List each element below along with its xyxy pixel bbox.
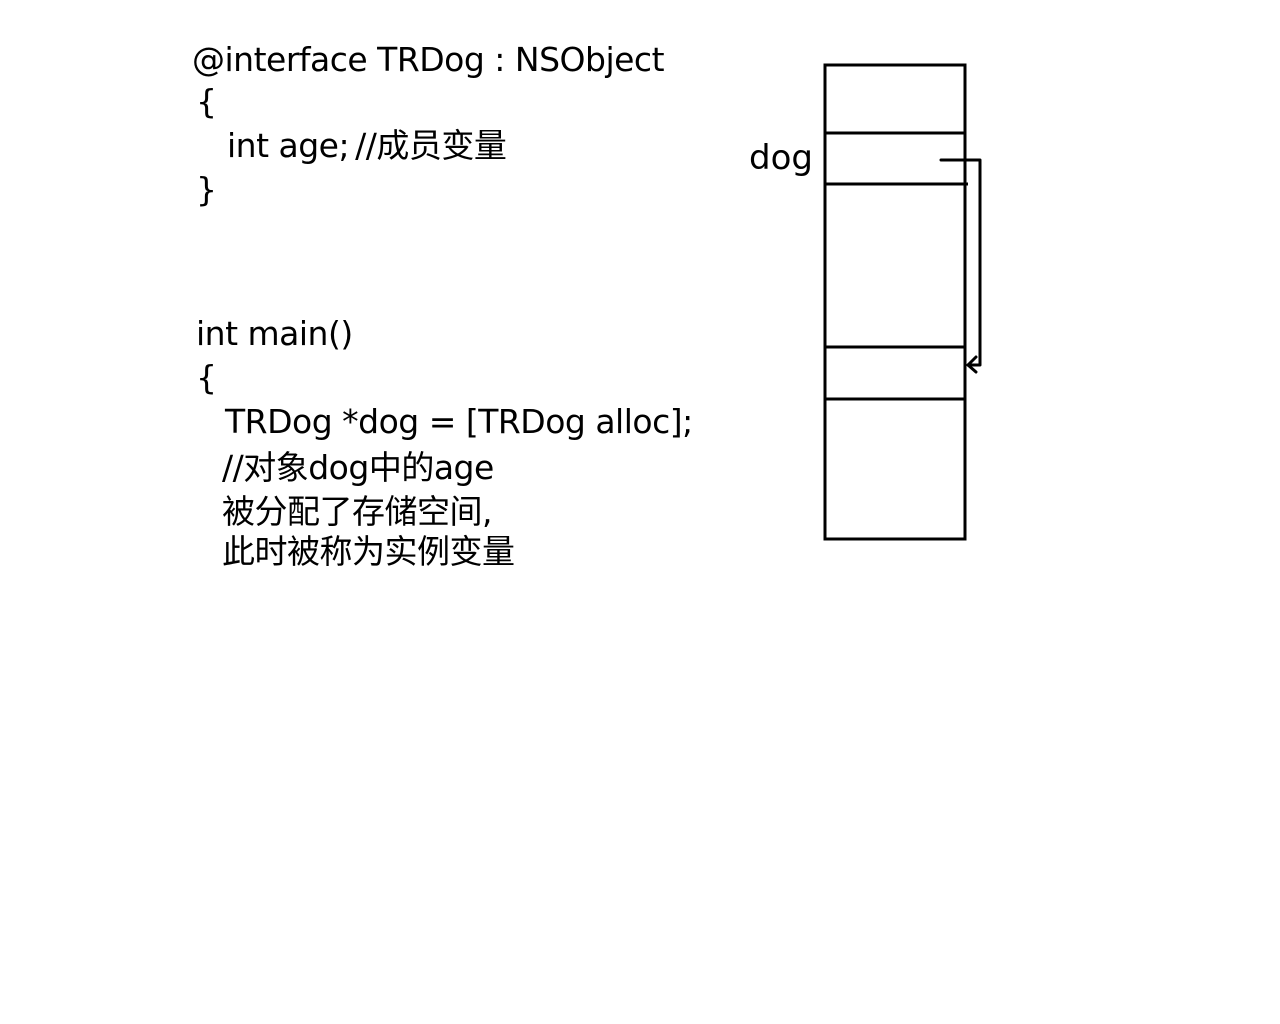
memory-column-outline xyxy=(823,63,967,541)
member-variable-declaration: int age;//成员变量 xyxy=(227,126,507,166)
alloc-statement: TRDog *dog = [TRDog alloc]; xyxy=(225,402,693,441)
pointer-arrowhead xyxy=(966,355,978,374)
memory-cells xyxy=(823,63,968,541)
instance-comment-line-2: 被分配了存储空间, xyxy=(222,492,493,531)
interface-open-brace: { xyxy=(196,82,217,121)
main-open-brace: { xyxy=(196,358,217,397)
interface-declaration: @interface TRDog : NSObject xyxy=(192,40,665,79)
instance-comment-line-1: //对象dog中的age xyxy=(222,448,494,487)
pointer-arrow xyxy=(939,158,982,374)
pointer-arrow-line xyxy=(939,158,982,367)
interface-close-brace: } xyxy=(196,170,217,209)
member-variable-code: int age; xyxy=(227,126,350,165)
instance-comment-line-3: 此时被称为实例变量 xyxy=(222,532,515,571)
member-variable-comment: //成员变量 xyxy=(355,126,507,165)
main-function-signature: int main() xyxy=(196,314,353,353)
pointer-label-dog: dog xyxy=(749,138,813,178)
